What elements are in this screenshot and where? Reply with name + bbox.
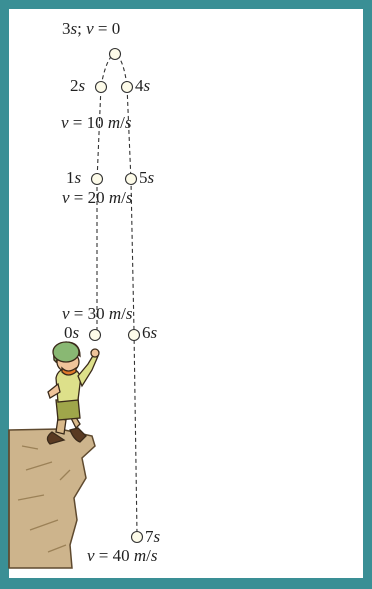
ball-1s	[90, 172, 104, 186]
ball-4s	[120, 80, 134, 94]
label-v40: v = 40 m/s	[87, 546, 158, 565]
ball-3s	[108, 47, 122, 61]
label-v10: v = 10 m/s	[61, 113, 132, 132]
label-t1: 1s	[66, 168, 82, 187]
ball-7s	[130, 530, 144, 544]
label-t5: 5s	[139, 168, 155, 187]
cliff	[8, 428, 96, 569]
label-t4: 4s	[135, 76, 151, 95]
ball-2s	[94, 80, 108, 94]
label-t2: 2s	[70, 76, 86, 95]
label-v30: v = 30 m/s	[62, 304, 133, 323]
ball-6s	[127, 328, 141, 342]
ball-0s	[88, 328, 102, 342]
label-t7: 7s	[145, 527, 161, 546]
child-figure	[46, 341, 100, 445]
label-top: 3s; v = 0	[62, 19, 121, 38]
ball-5s	[124, 172, 138, 186]
label-t6: 6s	[142, 323, 158, 342]
ball-markers	[88, 47, 144, 544]
label-t0: 0s	[64, 323, 80, 342]
label-v20: v = 20 m/s	[62, 188, 133, 207]
